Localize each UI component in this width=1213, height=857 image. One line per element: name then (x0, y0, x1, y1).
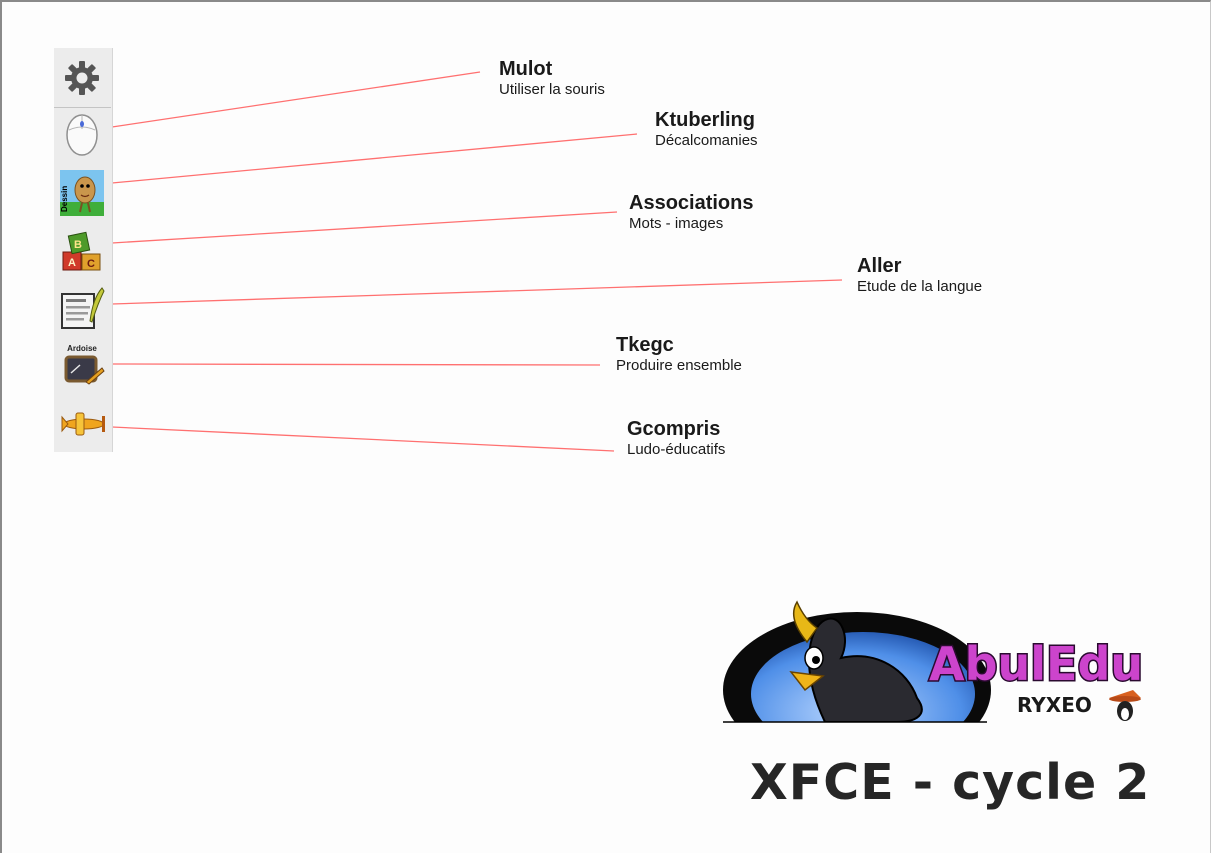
gear-icon (65, 61, 99, 95)
slate-icon: Ardoise (64, 344, 105, 385)
potato-icon: Dessin (60, 170, 104, 216)
callout-title: Ktuberling (655, 109, 755, 131)
desktop-caption: XFCE - cycle 2 (750, 754, 1151, 811)
callout-line-ktuberling (111, 133, 638, 184)
callout-title: Mulot (499, 58, 553, 80)
logo-sub-text: RYXEO (1017, 693, 1092, 717)
callout-subtitle: Ludo-éducatifs (627, 441, 726, 458)
callout-line-associations (111, 211, 618, 244)
callout-subtitle: Décalcomanies (655, 132, 758, 149)
callout-associations: Associations Mots - images (629, 191, 753, 233)
callout-line-aller (111, 279, 843, 305)
callout-title: Associations (629, 192, 754, 214)
callout-subtitle: Mots - images (629, 215, 724, 232)
callout-tkegc: Tkegc Produire ensemble (616, 333, 742, 375)
abuledu-logo: AbulEdu RYXEO (723, 600, 1145, 723)
callout-subtitle: Etude de la langue (857, 278, 983, 295)
settings-button[interactable] (54, 50, 110, 106)
dessin-label: Dessin (60, 186, 69, 212)
callout-line-tkegc (111, 363, 601, 366)
svg-text:C: C (87, 258, 95, 270)
callout-aller: Aller Etude de la langue (857, 254, 982, 296)
callout-subtitle: Utiliser la souris (499, 81, 605, 98)
svg-text:B: B (74, 239, 82, 251)
quill-document-icon (61, 287, 105, 329)
launcher-mulot[interactable] (54, 106, 110, 162)
ardoise-label: Ardoise (67, 344, 97, 353)
launcher-tkegc[interactable]: Ardoise (54, 338, 110, 394)
launcher-gcompris[interactable] (54, 396, 110, 452)
callout-gcompris: Gcompris Ludo-éducatifs (627, 417, 725, 459)
launcher-aller[interactable] (54, 281, 110, 337)
callout-title: Gcompris (627, 418, 721, 440)
logo-brand-text: AbulEdu (929, 637, 1143, 691)
abc-blocks-icon: A C B (62, 231, 101, 271)
panel-separator (54, 107, 111, 108)
callout-title: Aller (857, 255, 902, 277)
callout-line-gcompris (111, 426, 615, 452)
airplane-icon (61, 412, 105, 436)
callout-subtitle: Produire ensemble (616, 357, 742, 374)
callout-mulot: Mulot Utiliser la souris (499, 57, 605, 99)
callout-ktuberling: Ktuberling Décalcomanies (655, 108, 758, 150)
launcher-ktuberling[interactable]: Dessin (54, 165, 110, 221)
launcher-panel: Dessin A C B (54, 48, 113, 452)
launcher-associations[interactable]: A C B (54, 223, 110, 279)
callout-title: Tkegc (616, 334, 674, 356)
svg-text:A: A (68, 257, 76, 269)
mouse-icon (66, 114, 98, 156)
callout-line-mulot (111, 71, 481, 128)
